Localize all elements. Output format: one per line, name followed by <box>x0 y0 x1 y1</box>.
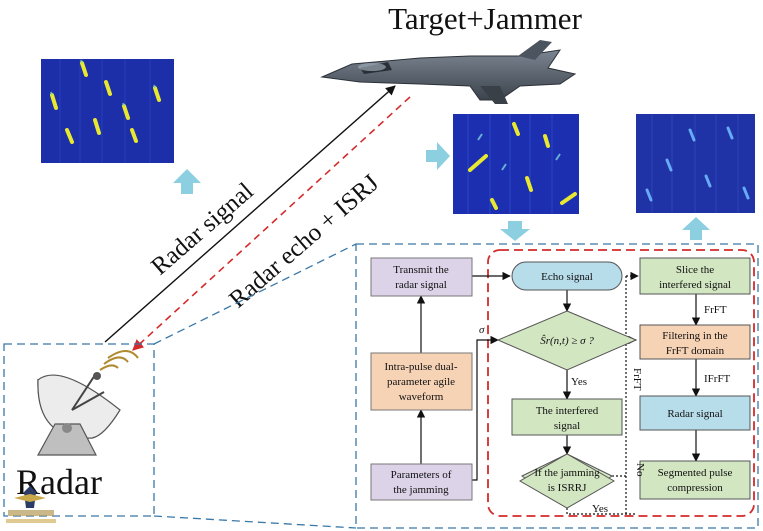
node-condition-label: Ŝr(n,t) ≥ σ ? <box>540 335 594 347</box>
node-interfered: The interfered signal <box>511 398 623 436</box>
edge-yes-2: Yes <box>592 503 608 515</box>
radar-echo-arrow <box>132 96 411 351</box>
node-radar-signal: Radar signal <box>639 395 751 431</box>
radar-signal-arrow <box>104 85 396 343</box>
node-interfered-line2: signal <box>554 420 580 432</box>
radar-signal-label: Radar signal <box>146 178 259 281</box>
node-filtering: Filtering in the FrFT domain <box>639 324 751 360</box>
node-waveform-line2: parameter agile <box>387 376 455 388</box>
node-echo: Echo signal <box>511 261 623 291</box>
node-waveform-line3: waveform <box>399 391 444 403</box>
spectrogram-echo <box>453 114 579 214</box>
arrow-up-right <box>682 217 710 240</box>
node-transmit: Transmit the radar signal <box>370 257 473 297</box>
spectrogram-filtered <box>636 114 755 213</box>
node-interfered-line1: The interfered <box>536 405 599 417</box>
edge-yes-1: Yes <box>571 376 587 388</box>
edge-no: No <box>634 463 646 477</box>
node-transmit-line2: radar signal <box>395 279 447 291</box>
arrow-up-left <box>173 169 201 194</box>
node-radar-signal-label: Radar signal <box>667 408 722 420</box>
node-slice-line1: Slice the <box>676 264 714 276</box>
node-parameters-line2: the jamming <box>393 484 449 496</box>
arrow-right-mid <box>426 142 450 170</box>
node-parameters-line1: Parameters of <box>391 469 452 481</box>
node-filtering-line1: Filtering in the <box>662 330 728 342</box>
jet-icon <box>320 40 577 104</box>
node-isrj: If the jamming is ISRRJ <box>518 453 616 509</box>
node-waveform: Intra-pulse dual- parameter agile wavefo… <box>370 352 473 411</box>
dotted-connectors <box>612 276 627 514</box>
spectrogram-transmitted <box>41 59 174 163</box>
diagram-title: Target+Jammer <box>388 1 582 36</box>
flow-connectors <box>416 271 701 515</box>
node-filtering-line2: FrFT domain <box>666 345 725 357</box>
flow-arrows <box>173 142 710 241</box>
blue-dashed-regions <box>3 243 759 529</box>
edge-frft: FrFT <box>704 304 727 316</box>
processing-region <box>355 243 759 529</box>
node-transmit-line1: Transmit the <box>393 264 449 276</box>
red-dashed-region <box>487 249 755 517</box>
node-segmented: Segmented pulse compression <box>639 460 751 500</box>
node-segmented-line1: Segmented pulse <box>658 467 733 479</box>
node-segmented-line2: compression <box>667 482 723 494</box>
watermark-logo <box>6 486 56 523</box>
node-echo-label: Echo signal <box>541 271 593 283</box>
node-slice: Slice the interfered signal <box>639 257 751 295</box>
node-isrj-line1: If the jamming <box>534 467 600 479</box>
node-waveform-line1: Intra-pulse dual- <box>385 361 458 373</box>
node-isrj-line2: is ISRRJ <box>548 482 588 494</box>
radar-dish-icon <box>36 350 139 456</box>
radar-region <box>3 343 155 517</box>
sigma-label: σ <box>479 324 485 336</box>
arrow-down-mid <box>500 221 530 241</box>
node-parameters: Parameters of the jamming <box>370 463 473 501</box>
node-slice-line2: interfered signal <box>659 279 731 291</box>
edge-ifrft: IFrFT <box>704 373 731 385</box>
edge-frft-vertical: FrFT <box>631 368 643 391</box>
node-condition: Ŝr(n,t) ≥ σ ? <box>496 310 638 371</box>
